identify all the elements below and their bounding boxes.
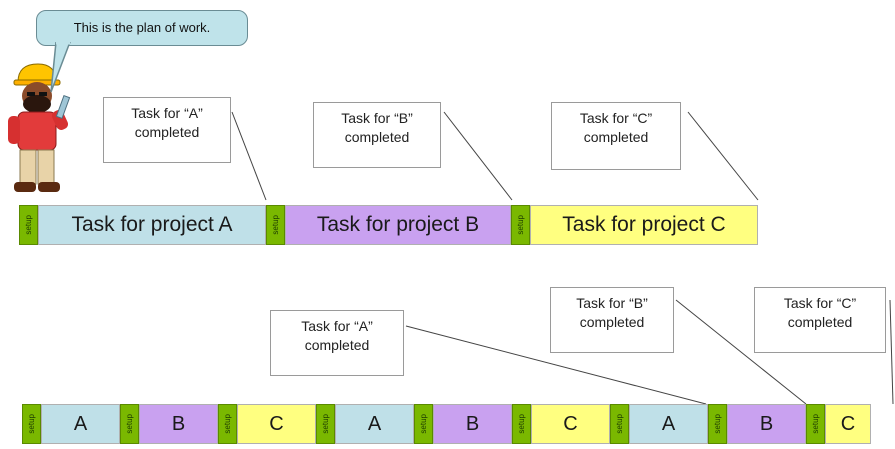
task-block-c: C <box>531 404 610 444</box>
callout-bottom-b: Task for “B” completed <box>550 287 674 353</box>
task-block-a: A <box>629 404 708 444</box>
setup-block: setup <box>218 404 237 444</box>
callout-top-c-line2: completed <box>583 129 649 145</box>
task-block-c: C <box>237 404 316 444</box>
setup-block: setup <box>512 404 531 444</box>
callout-bottom-a: Task for “A” completed <box>270 310 404 376</box>
task-block-b: B <box>139 404 218 444</box>
connector-top-c <box>687 111 759 201</box>
callout-bottom-a-line1: Task for “A” <box>301 318 373 334</box>
setup-block: setup <box>22 404 41 444</box>
setup-block: setup <box>19 205 38 245</box>
task-block-a: A <box>335 404 414 444</box>
callout-top-b: Task for “B” completed <box>313 102 441 168</box>
setup-block: setup <box>316 404 335 444</box>
task-block-b: Task for project B <box>285 205 511 245</box>
callout-top-b-line2: completed <box>344 129 410 145</box>
task-block-c: Task for project C <box>530 205 758 245</box>
speech-bubble-tail <box>50 42 71 93</box>
callout-bottom-c-line1: Task for “C” <box>783 295 857 311</box>
callout-top-a-line1: Task for “A” <box>131 105 203 121</box>
callout-top-a-line2: completed <box>134 124 200 140</box>
callout-bottom-b-line1: Task for “B” <box>576 295 648 311</box>
callout-bottom-b-line2: completed <box>579 314 645 330</box>
connector-bottom-a <box>405 325 707 405</box>
callout-top-c: Task for “C” completed <box>551 102 681 170</box>
task-block-b: B <box>433 404 512 444</box>
connector-top-b <box>443 111 513 201</box>
plan-bar-sequential: setup Task for project A setup Task for … <box>19 205 758 245</box>
setup-block: setup <box>511 205 530 245</box>
connector-top-a <box>231 111 267 201</box>
task-block-a: Task for project A <box>38 205 266 245</box>
task-block-c: C <box>825 404 871 444</box>
connector-bottom-c <box>889 299 894 405</box>
task-block-b: B <box>727 404 806 444</box>
callout-top-a: Task for “A” completed <box>103 97 231 163</box>
setup-block: setup <box>610 404 629 444</box>
connector-bottom-b <box>675 299 807 405</box>
speech-bubble: This is the plan of work. <box>36 10 248 46</box>
worker-illustration <box>8 63 71 192</box>
setup-block: setup <box>266 205 285 245</box>
speech-bubble-text: This is the plan of work. <box>73 20 211 35</box>
setup-block: setup <box>120 404 139 444</box>
callout-top-b-line1: Task for “B” <box>341 110 413 126</box>
plan-bar-interleaved: setup A setup B setup C setup A setup B … <box>22 404 871 444</box>
callout-bottom-c: Task for “C” completed <box>754 287 886 353</box>
callout-top-c-line1: Task for “C” <box>579 110 653 126</box>
task-block-a: A <box>41 404 120 444</box>
setup-block: setup <box>708 404 727 444</box>
callout-bottom-c-line2: completed <box>787 314 853 330</box>
callout-bottom-a-line2: completed <box>304 337 370 353</box>
setup-block: setup <box>414 404 433 444</box>
setup-block: setup <box>806 404 825 444</box>
